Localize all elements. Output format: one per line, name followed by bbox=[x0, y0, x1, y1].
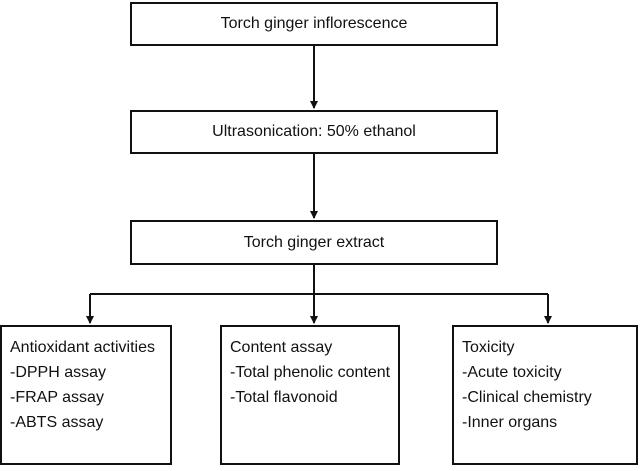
branch-content-item: -Total phenolic content bbox=[230, 364, 391, 381]
branch-toxicity-item: -Inner organs bbox=[462, 414, 558, 431]
step-ultrasonication-box: Ultrasonication: 50% ethanol bbox=[130, 110, 498, 154]
branch-antioxidant-item: -ABTS assay bbox=[10, 414, 104, 431]
branch-toxicity-item: -Clinical chemistry bbox=[462, 389, 592, 406]
branch-content-title: Content assay bbox=[230, 339, 333, 356]
branch-antioxidant-item: -FRAP assay bbox=[10, 389, 104, 406]
step-extract-label: Torch ginger extract bbox=[243, 233, 385, 251]
step-extract-box: Torch ginger extract bbox=[130, 220, 498, 265]
branch-toxicity-title: Toxicity bbox=[462, 339, 515, 356]
branch-content-box: Content assay -Total phenolic content -T… bbox=[220, 325, 400, 465]
step-ultrasonication-label: Ultrasonication: 50% ethanol bbox=[212, 123, 416, 140]
step-inflorescence-box: Torch ginger inflorescence bbox=[130, 2, 498, 46]
branch-content-item: -Total flavonoid bbox=[230, 389, 338, 406]
branch-antioxidant-item: -DPPH assay bbox=[10, 364, 107, 381]
branch-antioxidant-title: Antioxidant activities bbox=[10, 339, 155, 356]
branch-toxicity-item: -Acute toxicity bbox=[462, 364, 562, 381]
branch-antioxidant-box: Antioxidant activities -DPPH assay -FRAP… bbox=[0, 325, 172, 465]
step-inflorescence-label: Torch ginger inflorescence bbox=[220, 15, 408, 32]
branch-toxicity-box: Toxicity -Acute toxicity -Clinical chemi… bbox=[452, 325, 638, 465]
